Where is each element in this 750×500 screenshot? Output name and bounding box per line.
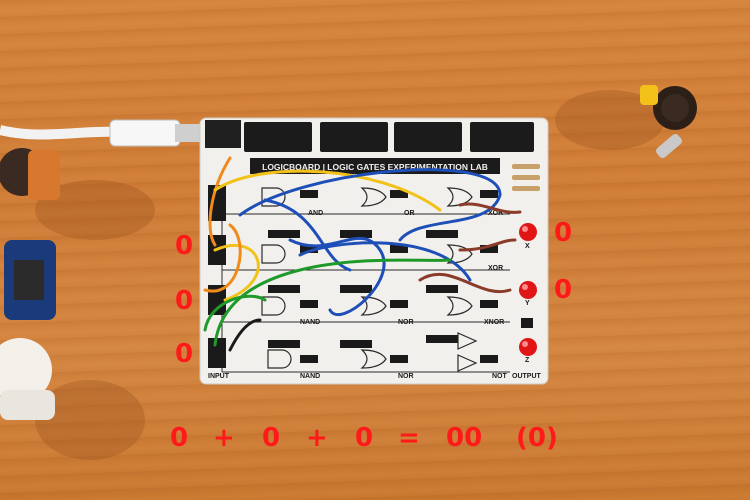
figure-shadow-right (555, 90, 665, 150)
input-b-value: 0 (175, 286, 194, 316)
resistors (512, 164, 540, 191)
label-nor-bot: NOR (398, 373, 414, 380)
equation-c: 0 (355, 423, 374, 453)
equation-plus-1: + (213, 423, 235, 453)
output-leds (519, 223, 537, 356)
equation-a: 0 (170, 423, 189, 453)
label-xor-mid: XOR (488, 265, 503, 272)
input-c-value: 0 (175, 339, 194, 369)
label-xnor: XNOR (484, 319, 504, 326)
label-input: INPUT (208, 373, 230, 380)
ic-chips (244, 122, 534, 152)
minifigure-right (640, 85, 697, 158)
jumper-wires (203, 156, 522, 352)
minifigure-left-top (0, 148, 60, 200)
label-xor-top: XOR (488, 210, 503, 217)
label-not: NOT (492, 373, 508, 380)
minifigure-left-mid (4, 240, 56, 320)
output-y-value: 0 (554, 275, 573, 305)
figure-shadow-left2 (35, 380, 145, 460)
minifigure-left-bottom (0, 338, 55, 420)
label-led-z: Z (525, 357, 530, 364)
label-nand-bot: NAND (300, 373, 320, 380)
label-nor-mid: NOR (398, 319, 414, 326)
power-cable (0, 119, 212, 147)
equation-plus-2: + (306, 423, 328, 453)
figure-shadow-left (35, 180, 155, 240)
equation-binary: 00 (446, 423, 483, 453)
label-led-x: X (525, 243, 530, 250)
equation-equals: = (398, 423, 420, 453)
label-and: AND (308, 210, 323, 217)
label-led-y: Y (525, 300, 530, 307)
board-title: LOGICBOARD | LOGIC GATES EXPERIMENTATION… (262, 162, 488, 172)
label-output: OUTPUT (512, 373, 542, 380)
label-or: OR (404, 210, 415, 217)
logic-board: LOGICBOARD | LOGIC GATES EXPERIMENTATION… (199, 117, 549, 385)
output-x-value: 0 (554, 218, 573, 248)
label-nand-mid: NAND (300, 319, 320, 326)
equation-b: 0 (262, 423, 281, 453)
input-a-value: 0 (175, 231, 194, 261)
equation-decimal: (0) (516, 423, 558, 453)
